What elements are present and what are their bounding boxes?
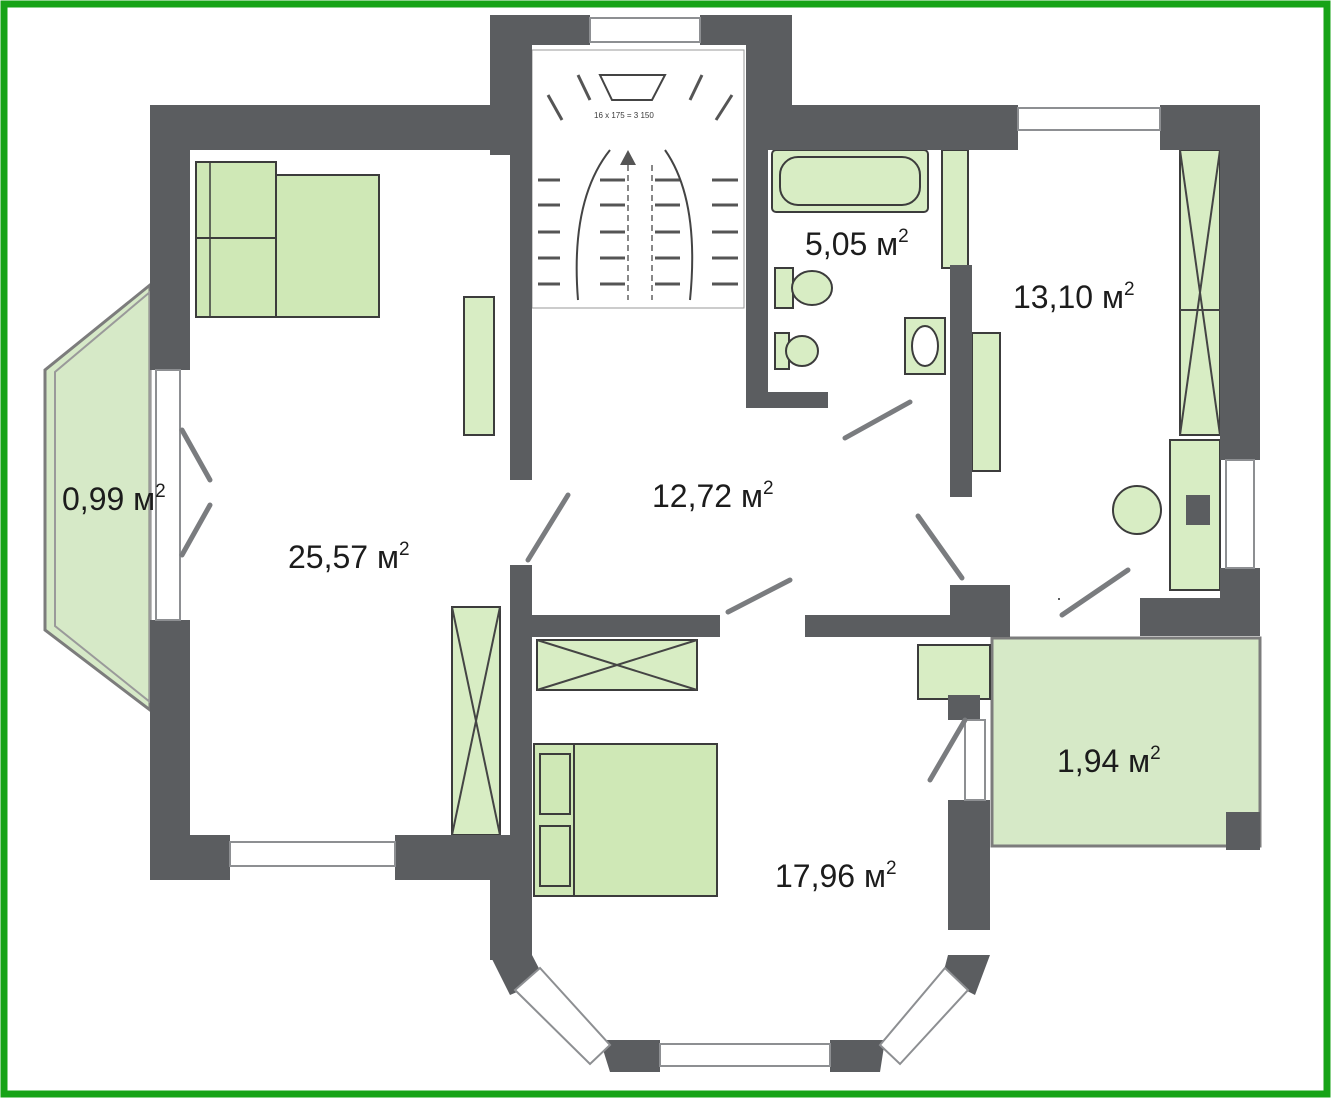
room-area-bedroom-bay: 17,96 м2 (775, 858, 897, 894)
room-area-room-right: 13,10 м2 (1013, 279, 1135, 315)
wardrobe-icon (1179, 149, 1221, 436)
room-area-bedroom-main: 25,57 м2 (288, 539, 410, 575)
balcony-right-floor (990, 636, 1262, 848)
room-area-balcony-right: 1,94 м2 (1057, 743, 1161, 779)
bathtub-icon (771, 149, 929, 213)
toilet-icon (774, 332, 819, 370)
room-area-hall: 12,72 м2 (652, 478, 774, 514)
walls (150, 15, 1260, 1072)
stair-top-line (598, 74, 667, 101)
room-area-bathroom: 5,05 м2 (805, 226, 909, 262)
radiator-icon (463, 149, 1001, 700)
wardrobe-icon (451, 606, 501, 836)
room-area-balcony-left: 0,99 м2 (62, 481, 166, 517)
desk-icon (1169, 439, 1221, 591)
stair-note: 16 x 175 = 3 150 (594, 111, 654, 120)
bed-icon (195, 161, 380, 318)
sink-icon (904, 317, 946, 375)
chair-icon (1112, 485, 1162, 535)
stair-arrow-icon (620, 150, 636, 165)
balcony-right-post (1226, 812, 1260, 850)
balcony-left-rail (54, 289, 151, 705)
toilet-icon (774, 267, 833, 309)
staircase: 16 x 175 = 3 150 (531, 49, 745, 309)
window-icon (155, 17, 1255, 1067)
stair-arc-right (664, 149, 694, 301)
bed-icon (533, 743, 718, 897)
stair-treads (538, 74, 738, 286)
wardrobe-icon (536, 639, 698, 691)
stair-arc-left (575, 149, 611, 301)
door-icon (179, 399, 1131, 783)
